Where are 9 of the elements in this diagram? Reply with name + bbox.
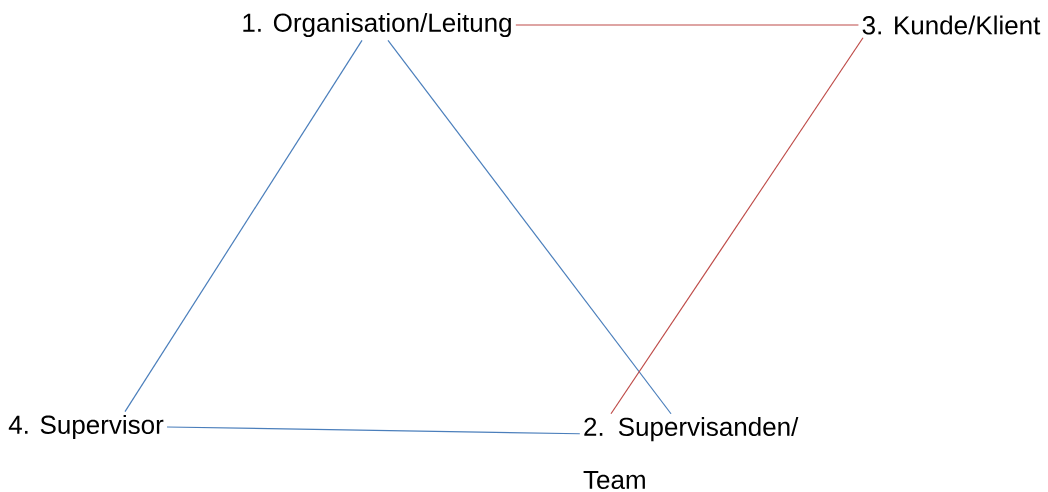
node-label: 1. Organisation/Leitung	[243, 12, 511, 38]
node-label: 3. Kunde/Klient	[862, 15, 1041, 35]
connector-line	[166, 426, 581, 435]
node-label: 4. Supervisor	[8, 414, 164, 440]
node-label: 2. Supervisanden/ Team	[583, 416, 799, 490]
connector-line	[515, 24, 860, 26]
connector-line	[124, 39, 363, 413]
connector-line	[610, 37, 864, 415]
connector-line	[387, 39, 672, 415]
